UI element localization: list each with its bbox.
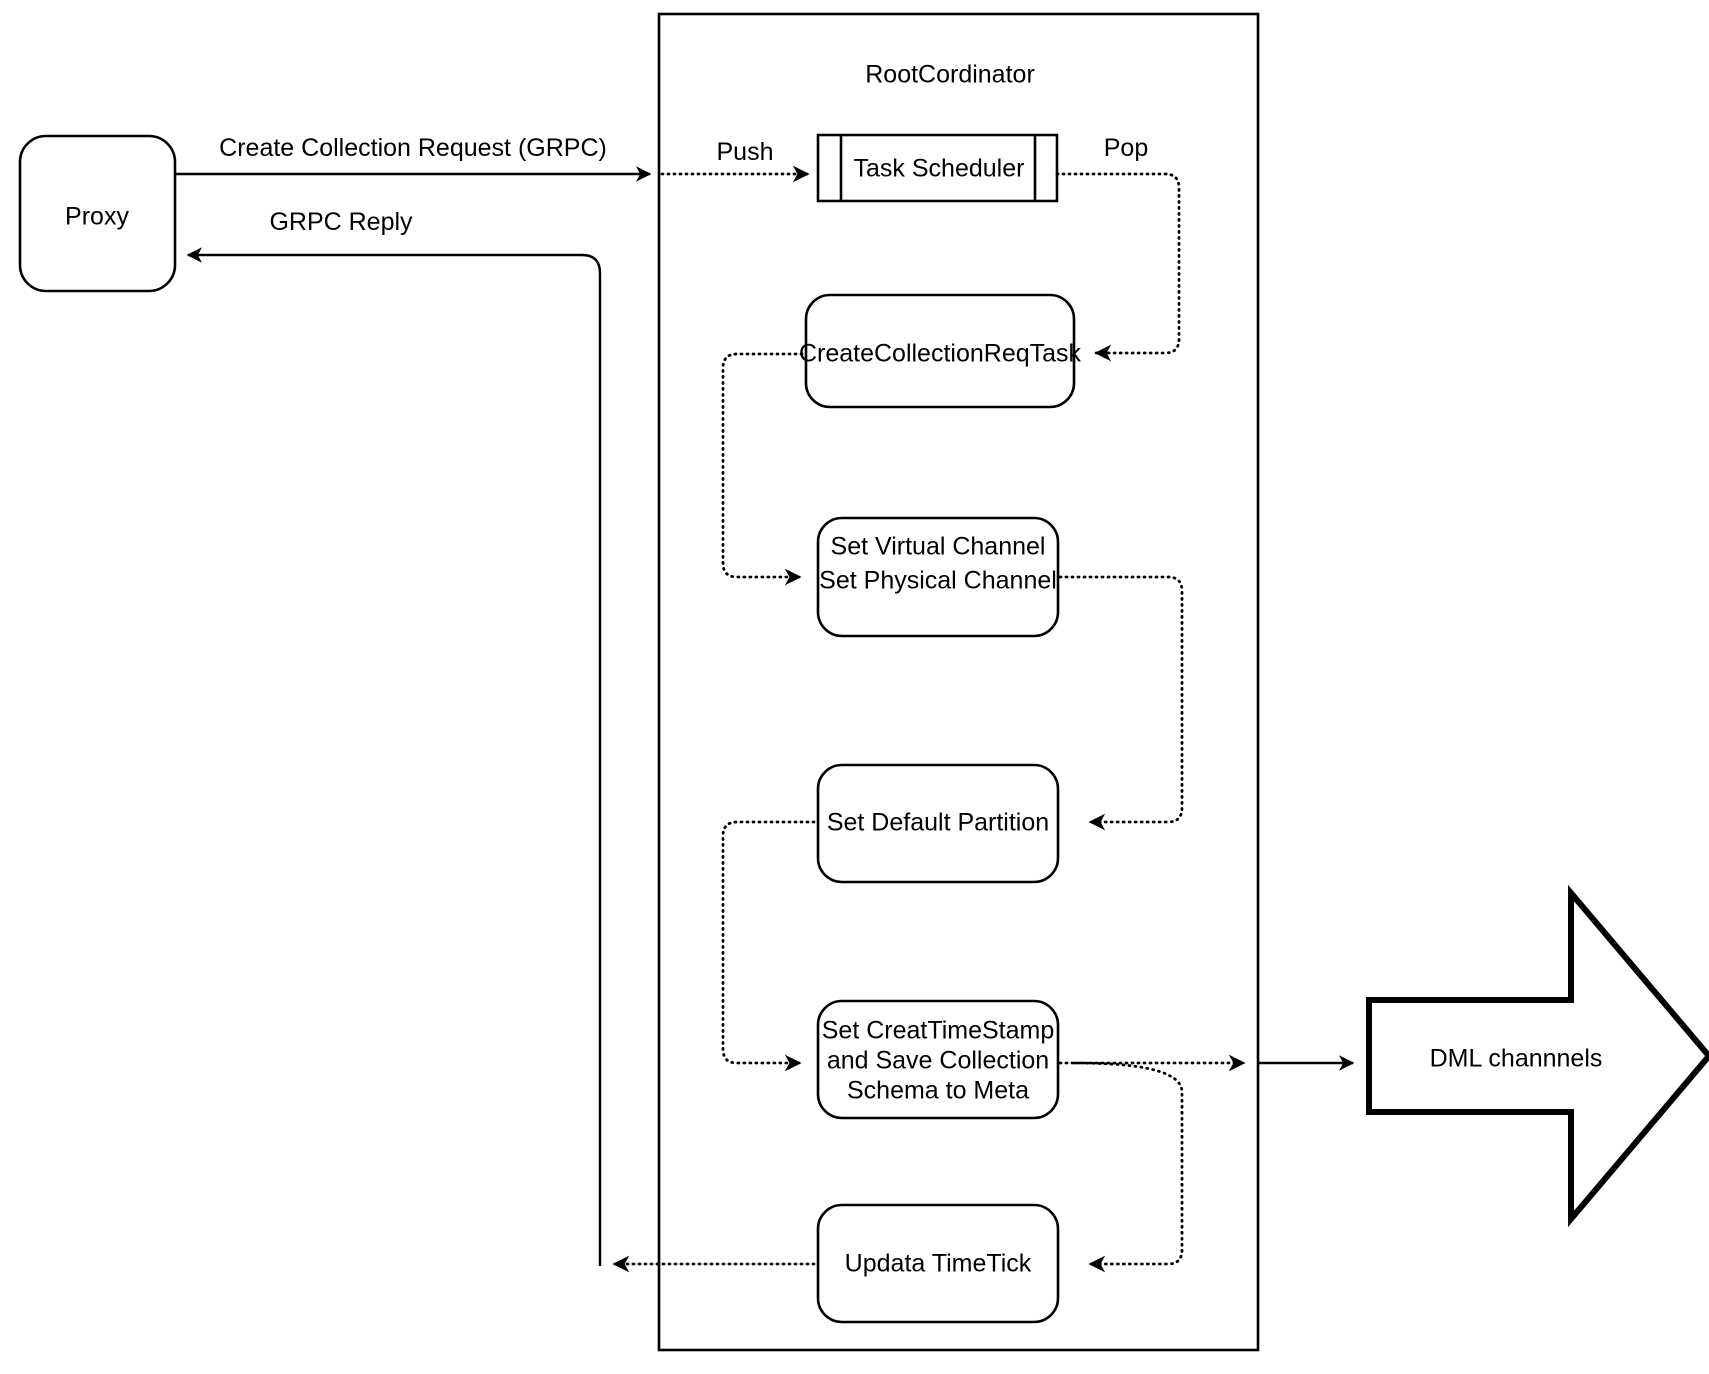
edge-push: Push [660, 138, 810, 183]
node-dml-channels[interactable]: DML channnels [1366, 884, 1709, 1228]
node-dml-channels-label: DML channnels [1430, 1045, 1603, 1073]
node-set-channels[interactable]: Set Virtual Channel Set Physical Channel [816, 516, 1060, 638]
node-update-timetick-label: Updata TimeTick [845, 1250, 1032, 1278]
root-coordinator-container: RootCordinator [657, 12, 1260, 1352]
edge-push-label: Push [717, 138, 774, 166]
edge-create-collection-request: Create Collection Request (GRPC) [175, 134, 652, 182]
edge-create-collection-request-label: Create Collection Request (GRPC) [219, 134, 607, 162]
node-set-channels-line-2: Set Physical Channel [819, 567, 1057, 595]
node-task-scheduler-label: Task Scheduler [854, 155, 1025, 183]
node-set-create-timestamp-line-1: Set CreatTimeStamp [822, 1017, 1054, 1045]
node-set-create-timestamp[interactable]: Set CreatTimeStamp and Save Collection S… [816, 999, 1060, 1120]
node-set-create-timestamp-line-3: Schema to Meta [847, 1077, 1029, 1105]
edge-pop: Pop [1055, 134, 1181, 362]
node-update-timetick[interactable]: Updata TimeTick [816, 1203, 1060, 1324]
node-set-channels-line-1: Set Virtual Channel [831, 533, 1046, 561]
edge-pop-label: Pop [1104, 134, 1148, 162]
edge-default-partition-to-create-timestamp [721, 820, 816, 1072]
node-set-default-partition-label: Set Default Partition [827, 809, 1049, 837]
node-set-default-partition[interactable]: Set Default Partition [816, 763, 1060, 884]
root-coordinator-title: RootCordinator [865, 61, 1035, 89]
node-proxy-label: Proxy [65, 203, 129, 231]
edge-task-to-set-channels [721, 352, 804, 586]
edge-set-channels-to-default-partition [1058, 575, 1184, 831]
node-task-scheduler[interactable]: Task Scheduler [816, 133, 1059, 203]
edge-grpc-reply-label: GRPC Reply [269, 208, 413, 236]
edge-create-timestamp-to-update-timetick [1073, 1061, 1184, 1273]
node-set-create-timestamp-line-2: and Save Collection [827, 1047, 1049, 1075]
node-proxy[interactable]: Proxy [18, 134, 177, 293]
edge-grpc-reply: GRPC Reply [186, 208, 602, 1266]
node-create-collection-req-task[interactable]: CreateCollectionReqTask [799, 293, 1082, 409]
node-create-collection-req-task-label: CreateCollectionReqTask [799, 340, 1082, 368]
